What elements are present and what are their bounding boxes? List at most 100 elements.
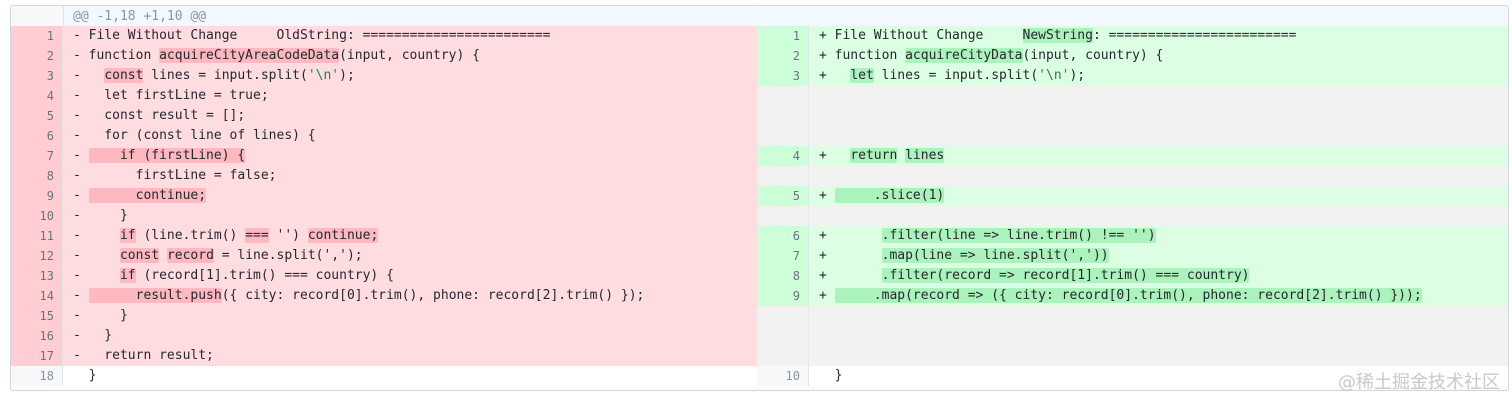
code-token: '\n' — [307, 68, 340, 83]
code-line — [819, 346, 1508, 366]
changed-token: NewString — [1022, 28, 1093, 43]
code-line: + let lines = input.split('\n'); — [819, 66, 1508, 86]
added-line: 4+ return lines — [757, 146, 1508, 166]
changed-token: const — [119, 248, 160, 263]
line-number: 5 — [757, 186, 809, 206]
code-token: - } — [73, 208, 128, 223]
line-number: 7 — [757, 246, 809, 266]
empty-line — [757, 86, 1508, 106]
deleted-line: 13- if (record[1].trim() === country) { — [11, 266, 758, 286]
line-number: 4 — [11, 86, 63, 106]
line-number: 2 — [11, 46, 63, 66]
line-number — [757, 86, 809, 106]
code-line: - if (firstLine) { — [73, 146, 758, 166]
code-token: lines = input.split( — [143, 68, 308, 83]
added-line: 2+ function acquireCityData(input, count… — [757, 46, 1508, 66]
code-line: - const lines = input.split('\n'); — [73, 66, 758, 86]
code-token: (record[1].trim() === country) { — [135, 268, 394, 283]
line-number: 9 — [11, 186, 63, 206]
code-line: + .slice(1) — [819, 186, 1508, 206]
code-token: = line.split(','); — [213, 248, 363, 263]
code-token: + — [819, 248, 882, 263]
added-line: 3 + let lines = input.split('\n'); — [757, 66, 1508, 86]
line-number: 15 — [11, 306, 63, 326]
code-token: (input, country) { — [1022, 48, 1164, 63]
empty-line — [757, 346, 1508, 366]
code-line: } — [819, 366, 1508, 386]
old-file-pane: @@ -1,18 +1,10 @@ 1- File Without Change… — [10, 5, 759, 391]
code-line: - if (record[1].trim() === country) { — [73, 266, 758, 286]
line-number: 12 — [11, 246, 63, 266]
context-line: 10 } — [757, 366, 1508, 386]
line-number: 10 — [757, 366, 809, 386]
code-line: - } — [73, 306, 758, 326]
empty-line — [757, 326, 1508, 346]
line-number: 3 — [757, 66, 809, 86]
empty-line — [757, 106, 1508, 126]
deleted-line: 4- let firstLine = true; — [11, 86, 758, 106]
line-number: 9 — [757, 286, 809, 306]
added-line: 6+ .filter(line => line.trim() !== '') — [757, 226, 1508, 246]
code-line: + return lines — [819, 146, 1508, 166]
changed-token: result.push — [88, 288, 222, 303]
code-line: + function acquireCityData(input, countr… — [819, 46, 1508, 66]
code-token: - — [73, 188, 89, 203]
line-number — [757, 326, 809, 346]
changed-token: record — [166, 248, 214, 263]
code-line: + File Without Change NewString: =======… — [819, 26, 1508, 46]
line-number: 5 — [11, 106, 63, 126]
code-token: } — [819, 368, 843, 383]
line-number: 1 — [757, 26, 809, 46]
context-line: 18 } — [11, 366, 758, 386]
line-number — [757, 306, 809, 326]
code-line: - } — [73, 206, 758, 226]
added-line: 5 + .slice(1) — [757, 186, 1508, 206]
deleted-line: 15 - } — [11, 306, 758, 326]
line-number: 8 — [757, 266, 809, 286]
code-line: - } — [73, 326, 758, 346]
code-token: lines = input.split( — [873, 68, 1039, 83]
code-line: } — [73, 366, 758, 386]
line-number: 6 — [11, 126, 63, 146]
code-token: '\n' — [1038, 68, 1070, 83]
code-token: '') — [268, 228, 308, 243]
empty-line — [757, 126, 1508, 146]
code-token — [159, 248, 167, 263]
changed-token: .filter(record => record[1].trim() === c… — [881, 268, 1250, 283]
code-token: - — [73, 288, 89, 303]
line-number: 6 — [757, 226, 809, 246]
code-line: + .filter(record => record[1].trim() ===… — [819, 266, 1508, 286]
empty-line — [757, 206, 1508, 226]
changed-token: .filter(line => line.trim() !== '') — [881, 228, 1156, 243]
code-line — [819, 206, 1508, 226]
line-number — [757, 166, 809, 186]
changed-token: let — [850, 68, 874, 83]
code-token: ({ city: record[0].trim(), phone: record… — [221, 288, 645, 303]
deleted-line: 8- firstLine = false; — [11, 166, 758, 186]
deleted-line: 3- const lines = input.split('\n'); — [11, 66, 758, 86]
code-line: - const record = line.split(','); — [73, 246, 758, 266]
code-token: (input, country) { — [339, 48, 480, 63]
code-token: - const result = []; — [73, 108, 246, 123]
deleted-line: 14- result.push({ city: record[0].trim()… — [11, 286, 758, 306]
code-token: + — [819, 148, 851, 163]
line-number — [757, 106, 809, 126]
code-token: - function — [73, 48, 160, 63]
line-number — [757, 346, 809, 366]
line-number: 18 — [11, 366, 63, 386]
changed-token: acquireCityData — [905, 48, 1023, 63]
code-line — [819, 166, 1508, 186]
code-token: + — [819, 268, 882, 283]
new-file-pane: 1 + File Without Change NewString: ======… — [757, 5, 1509, 391]
code-line: - for (const line of lines) { — [73, 126, 758, 146]
changed-token: continue; — [88, 188, 207, 203]
changed-token: .map(line => line.split(',')) — [881, 248, 1109, 263]
code-token: + — [819, 288, 835, 303]
empty-line — [757, 306, 1508, 326]
code-token: + function — [819, 48, 906, 63]
code-token: : ======================== — [1092, 28, 1297, 43]
code-token: OldString — [276, 28, 347, 43]
empty-line — [757, 166, 1508, 186]
line-number: 8 — [11, 166, 63, 186]
deleted-line: 10- } — [11, 206, 758, 226]
